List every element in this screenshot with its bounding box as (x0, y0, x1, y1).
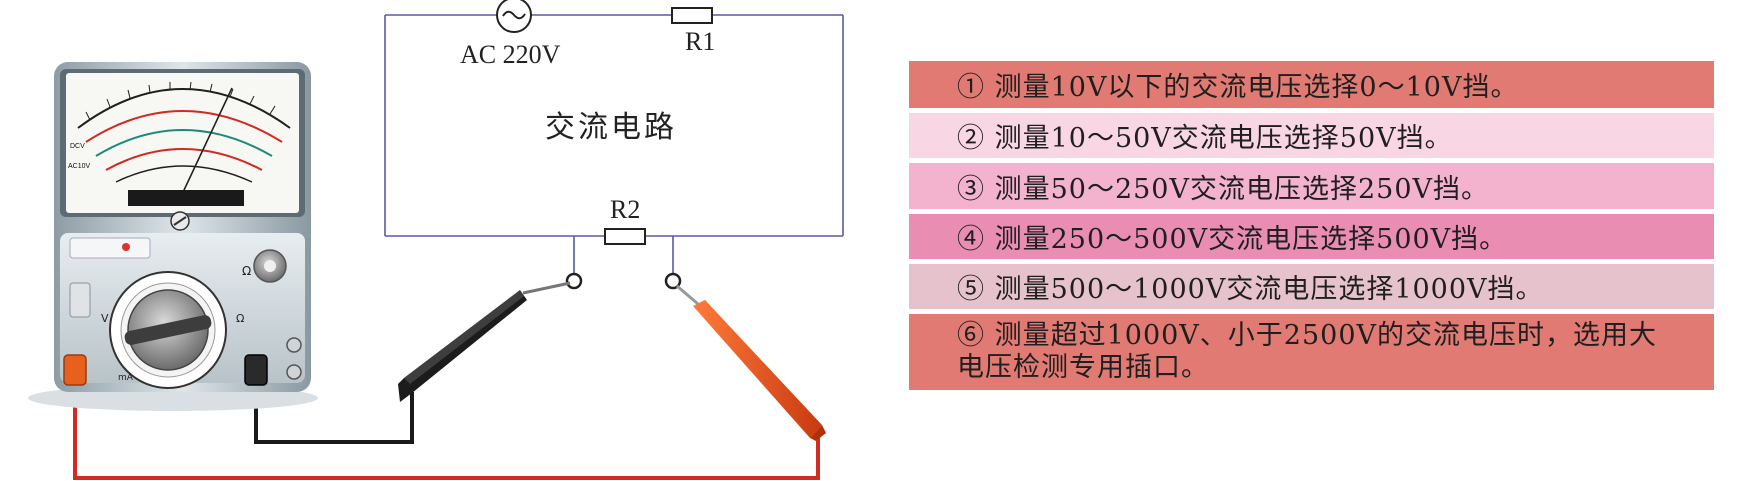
resistor-r1 (671, 7, 713, 24)
r1-label: R1 (685, 27, 715, 56)
note-text: ① 测量10V以下的交流电压选择0～10V挡。 (957, 72, 1519, 103)
note-row: ⑤ 测量500～1000V交流电压选择1000V挡。 (909, 264, 1714, 309)
note-text: ⑤ 测量500～1000V交流电压选择1000V挡。 (957, 274, 1544, 305)
ac-source-icon (496, 0, 532, 33)
r2-label: R2 (610, 195, 640, 224)
note-text: ④ 测量250～500V交流电压选择500V挡。 (957, 224, 1508, 255)
dial-label-ma: mA (118, 373, 134, 383)
note-row: ③ 测量50～250V交流电压选择250V挡。 (909, 163, 1714, 209)
note-row: ② 测量10～50V交流电压选择50V挡。 (909, 113, 1714, 158)
note-text: ② 测量10～50V交流电压选择50V挡。 (957, 123, 1453, 154)
ohm-knob-label: Ω (242, 264, 251, 278)
dial-label-v: V (101, 312, 109, 325)
meter-needle (176, 87, 233, 206)
multimeter: DCV AC10V Ω V Ω mA (28, 62, 318, 411)
jack-com-red[interactable] (63, 354, 87, 386)
note-row: ① 测量10V以下的交流电压选择0～10V挡。 (909, 61, 1714, 108)
test-point-right (664, 272, 682, 290)
red-probe (676, 284, 826, 441)
scale-text-acv: AC10V (68, 163, 91, 170)
transistor-socket (69, 282, 91, 318)
resistor-r2 (604, 228, 646, 245)
circuit-label: 交流电路 (545, 111, 677, 144)
circuit (384, 14, 844, 275)
test-point-left (565, 272, 583, 290)
black-probe (398, 281, 571, 402)
note-row: ④ 测量250～500V交流电压选择500V挡。 (909, 214, 1714, 259)
jack-com-black[interactable] (244, 354, 268, 386)
note-text: ③ 测量50～250V交流电压选择250V挡。 (957, 173, 1490, 205)
note-row: ⑥ 测量超过1000V、小于2500V的交流电压时，选用大电压检测专用插口。 (909, 314, 1714, 390)
dial-label-ohm: Ω (236, 312, 244, 325)
range-selector-pointer (124, 315, 212, 345)
circuit-diagram: AC 220V R1 R2 交流电路 DCV A (28, 0, 844, 480)
jack-extra-1[interactable] (286, 337, 302, 353)
mirror-strip (128, 190, 244, 206)
indicator-led (122, 243, 130, 251)
ac-source-label: AC 220V (460, 40, 561, 69)
jack-extra-2[interactable] (286, 364, 302, 380)
label-plate (69, 237, 151, 259)
note-text: ⑥ 测量超过1000V、小于2500V的交流电压时，选用大电压检测专用插口。 (957, 320, 1658, 383)
red-lead-wire (73, 368, 820, 480)
scale-text-dcv: DCV (70, 143, 85, 150)
